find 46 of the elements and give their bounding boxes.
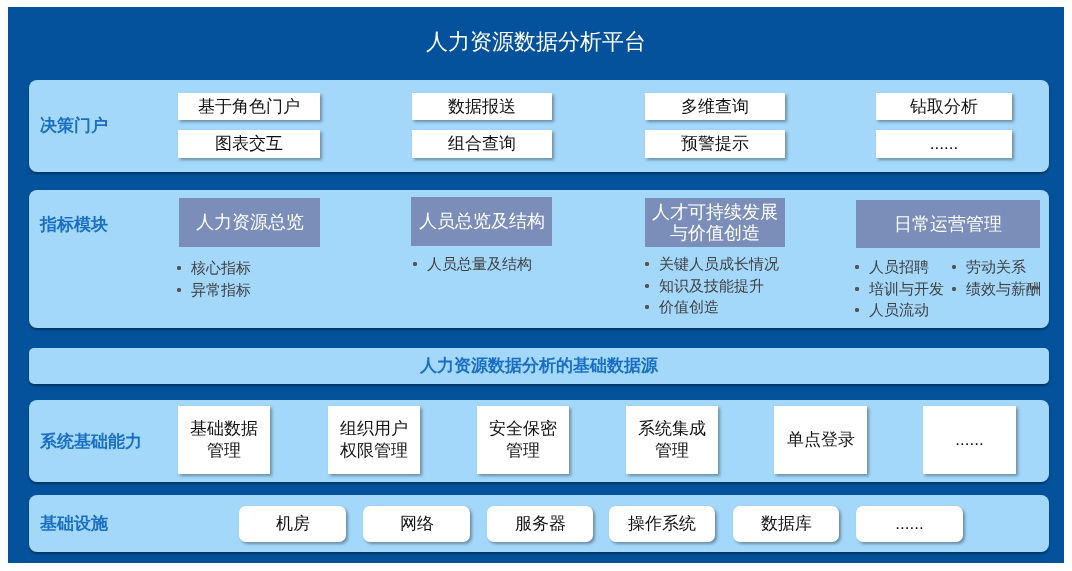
- layer-label: 系统基础能力: [40, 431, 142, 453]
- capability-box: ......: [923, 406, 1016, 474]
- layer-label: 基础设施: [40, 513, 108, 535]
- platform-panel: [8, 7, 1064, 563]
- module-heading-box: 日常运营管理: [856, 200, 1040, 248]
- feature-box: 预警提示: [645, 130, 785, 158]
- capability-box: 组织用户权限管理: [328, 406, 420, 474]
- feature-box: 多维查询: [645, 93, 785, 120]
- capability-box: 基础数据管理: [178, 406, 270, 474]
- capability-box: 系统集成管理: [626, 406, 718, 474]
- infrastructure-box: 服务器: [487, 506, 593, 542]
- bullet-item: 价值创造: [642, 297, 719, 317]
- bullet-item: 异常指标: [174, 279, 251, 300]
- feature-box: ......: [876, 130, 1012, 158]
- module-heading-box: 人员总览及结构: [411, 197, 552, 246]
- feature-box: 基于角色门户: [178, 93, 320, 120]
- capability-box: 单点登录: [774, 406, 867, 474]
- layer-panel: [29, 400, 1049, 482]
- infrastructure-box: 网络: [363, 506, 470, 542]
- infrastructure-box: 操作系统: [609, 506, 715, 542]
- module-heading-box: 人力资源总览: [179, 198, 320, 247]
- infrastructure-box: 机房: [239, 506, 346, 542]
- bullet-item: 绩效与薪酬: [949, 278, 1041, 299]
- bullet-item: 劳动关系: [949, 257, 1026, 277]
- layer-label: 指标模块: [40, 214, 108, 236]
- bullet-item: 培训与开发: [852, 278, 944, 299]
- feature-box: 组合查询: [412, 130, 552, 158]
- module-heading-box: 人才可持续发展与价值创造: [645, 198, 785, 247]
- data-source-band: 人力资源数据分析的基础数据源: [29, 348, 1049, 384]
- layer-panel: [29, 190, 1049, 328]
- bullet-item: 人员流动: [852, 300, 929, 320]
- infrastructure-box: 数据库: [733, 506, 839, 542]
- layer-panel: [29, 80, 1049, 172]
- infrastructure-box: ......: [856, 506, 963, 542]
- layer-panel: [29, 495, 1049, 552]
- bullet-item: 人员总量及结构: [410, 254, 532, 274]
- feature-box: 数据报送: [412, 93, 552, 120]
- bullet-item: 知识及技能提升: [642, 275, 764, 296]
- platform-title: 人力资源数据分析平台: [426, 28, 646, 56]
- feature-box: 钻取分析: [876, 93, 1012, 120]
- bullet-item: 核心指标: [174, 258, 251, 278]
- bullet-item: 关键人员成长情况: [642, 254, 779, 274]
- layer-label: 决策门户: [40, 115, 108, 137]
- capability-box: 安全保密管理: [477, 406, 569, 474]
- bullet-item: 人员招聘: [852, 257, 929, 277]
- feature-box: 图表交互: [178, 130, 320, 158]
